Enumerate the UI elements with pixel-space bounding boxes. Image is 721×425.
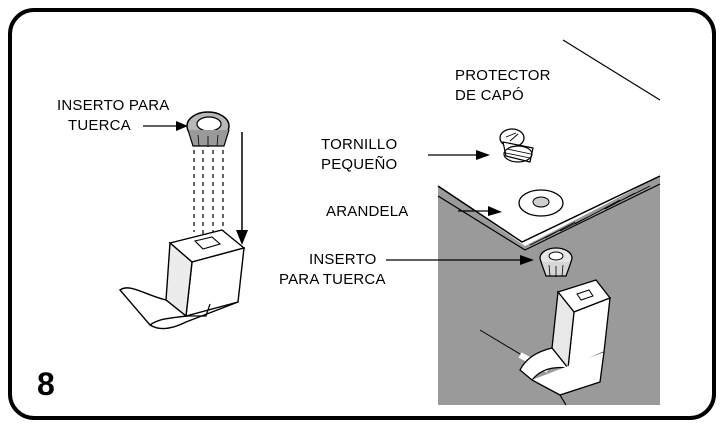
step-number: 8 — [37, 366, 55, 402]
hood-protector-label-line2: DE CAPÓ — [455, 87, 524, 104]
nut-insert-left-label-line2: TUERCA — [68, 117, 131, 134]
small-screw-label-line1: TORNILLO — [321, 136, 398, 153]
small-screw — [499, 128, 534, 163]
nut-insert-left-label-line1: INSERTO PARA — [57, 97, 170, 114]
alignment-dashed-lines — [193, 150, 224, 238]
insert-direction-arrow — [236, 132, 248, 245]
nut-insert-left — [186, 111, 230, 147]
washer-label: ARANDELA — [326, 203, 409, 220]
bracket-clip-right — [519, 279, 612, 406]
nut-insert-right — [539, 247, 573, 277]
hood-protector-label-line1: PROTECTOR — [455, 67, 551, 84]
nut-insert-right-label-line1: INSERTO — [309, 251, 377, 268]
washer — [518, 189, 564, 217]
bracket-clip-left — [118, 229, 246, 330]
callout-arrows — [143, 121, 534, 265]
small-screw-label-line2: PEQUEÑO — [321, 156, 398, 173]
nut-insert-right-label-line2: PARA TUERCA — [279, 271, 386, 288]
